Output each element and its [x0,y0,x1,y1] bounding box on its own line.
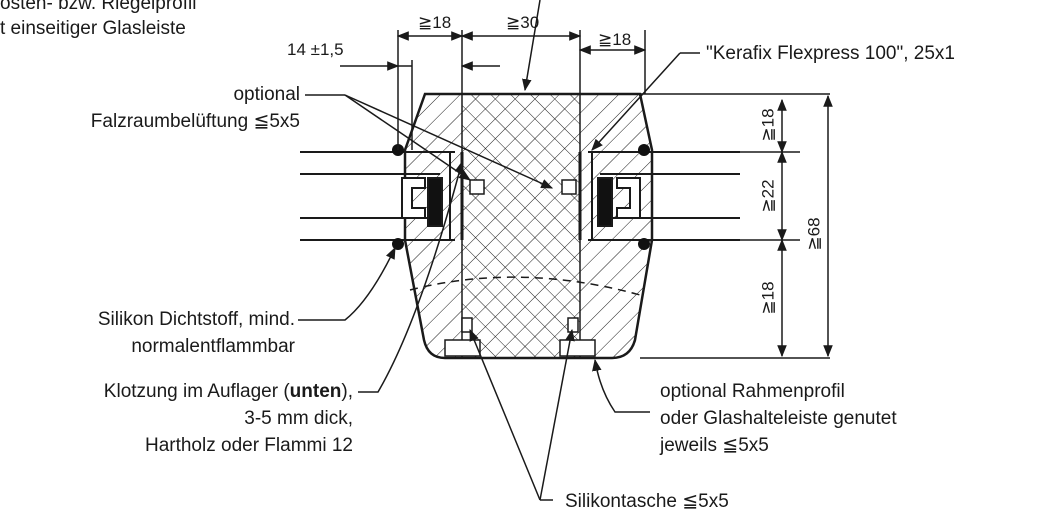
label-silicone-1: Silikon Dichtstoff, mind. [97,309,295,330]
right-dimension-lines [640,94,833,359]
dim-top-30: ≧30 [506,13,540,32]
label-frame-3: jeweils ≦5x5 [660,435,769,456]
label-silicone-pocket: Silikontasche ≦5x5 [565,491,729,512]
dim-right-22: ≧22 [758,179,778,213]
label-frame-1: optional Rahmenprofil [660,381,845,402]
top-dimension-lines [340,0,830,150]
label-profile-1: osten- bzw. Riegelprofil [0,0,197,14]
dim-top-18-right: ≧18 [598,30,632,49]
label-product: "Kerafix Flexpress 100", 25x1 [706,43,955,64]
label-frame-2: oder Glashalteleiste genutet [660,408,897,429]
label-profile-2: t einseitiger Glasleiste [0,18,186,39]
dim-right-68: ≧68 [804,217,824,251]
dim-top-18-left: ≧18 [418,13,452,32]
label-blocking-1: Klotzung im Auflager (unten), [103,381,353,402]
dim-tolerance: 14 ±1,5 [287,40,344,59]
label-blocking-2: 3-5 mm dick, [244,408,353,429]
dim-right-18-bottom: ≧18 [758,281,778,315]
glass-pane-left [300,151,455,241]
label-ventilation: Falzraumbelüftung ≦5x5 [90,111,300,132]
label-blocking-3: Hartholz oder Flammi 12 [144,435,353,456]
label-silicone-2: normalentflammbar [131,336,295,357]
dim-right-18-top: ≧18 [758,108,778,142]
leader-lines [298,52,700,501]
label-optional: optional [233,84,300,105]
